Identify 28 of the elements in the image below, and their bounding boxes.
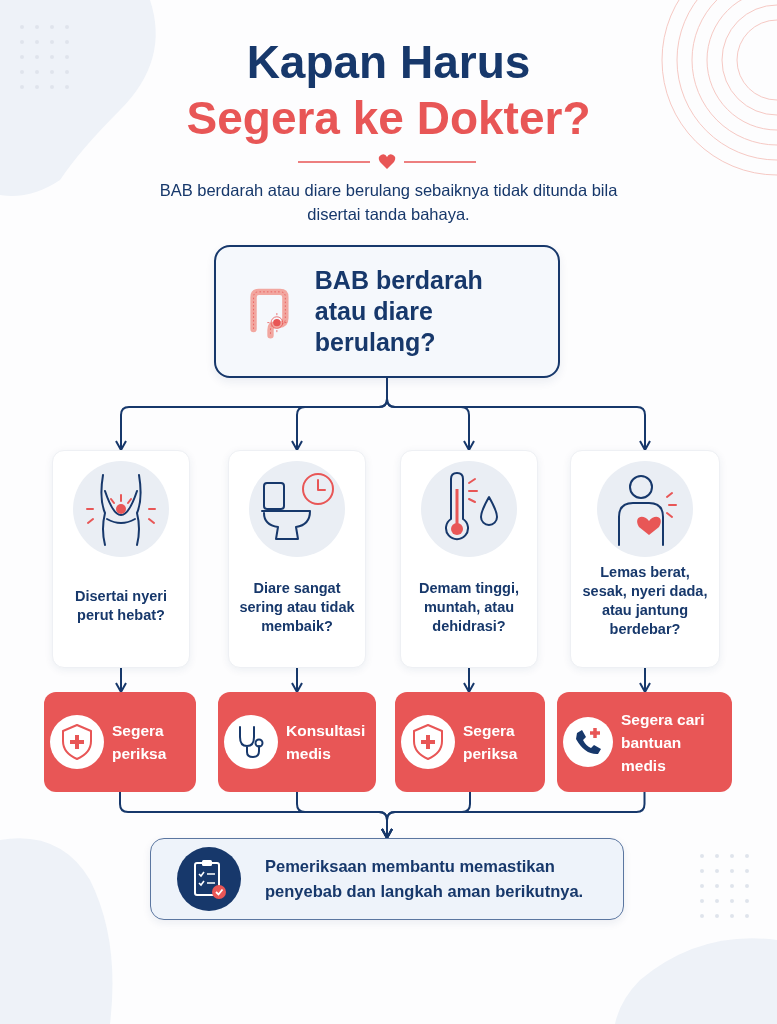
- action-box: [557, 692, 732, 792]
- summary-text: Pemeriksaan membantu memastikan penyebab dan langkah aman berikutnya.: [265, 856, 585, 902]
- action-box: [395, 692, 545, 792]
- question-text: Disertai nyeri perut hebat?: [74, 587, 168, 625]
- question-card: [570, 450, 720, 668]
- question-text: BAB berdarah atau diare berulang?: [314, 265, 484, 358]
- action-box: [218, 692, 376, 792]
- question-text: Lemas berat, sesak, nyeri dada, atau jantung berdebar?: [581, 563, 709, 639]
- arrow: [381, 791, 646, 839]
- summary-box: [150, 838, 624, 920]
- question-box: [214, 245, 560, 378]
- subtitle: BAB berdarah atau diare berulang sebaiknya tidak ditunda bila disertai tanda bahaya.: [158, 180, 619, 225]
- arrow: [115, 667, 127, 693]
- question-card: [52, 450, 190, 668]
- action-text: Segera cari bantuan medis: [621, 709, 706, 776]
- action-text: Segera periksa: [112, 721, 168, 764]
- question-card: [400, 450, 538, 668]
- question-text: Diare sangat sering atau tidak membaik?: [238, 579, 356, 636]
- arrow: [386, 377, 651, 451]
- title: Kapan Harus Segera ke Dokter?: [186, 35, 591, 146]
- action-box: [44, 692, 196, 792]
- question-card: [228, 450, 366, 668]
- arrow: [463, 667, 475, 693]
- action-text: Konsultasi medis: [286, 721, 367, 764]
- arrow: [639, 667, 651, 693]
- arrow: [291, 667, 303, 693]
- action-text: Segera periksa: [463, 721, 519, 764]
- question-text: Demam tinggi, muntah, atau dehidrasi?: [418, 579, 520, 636]
